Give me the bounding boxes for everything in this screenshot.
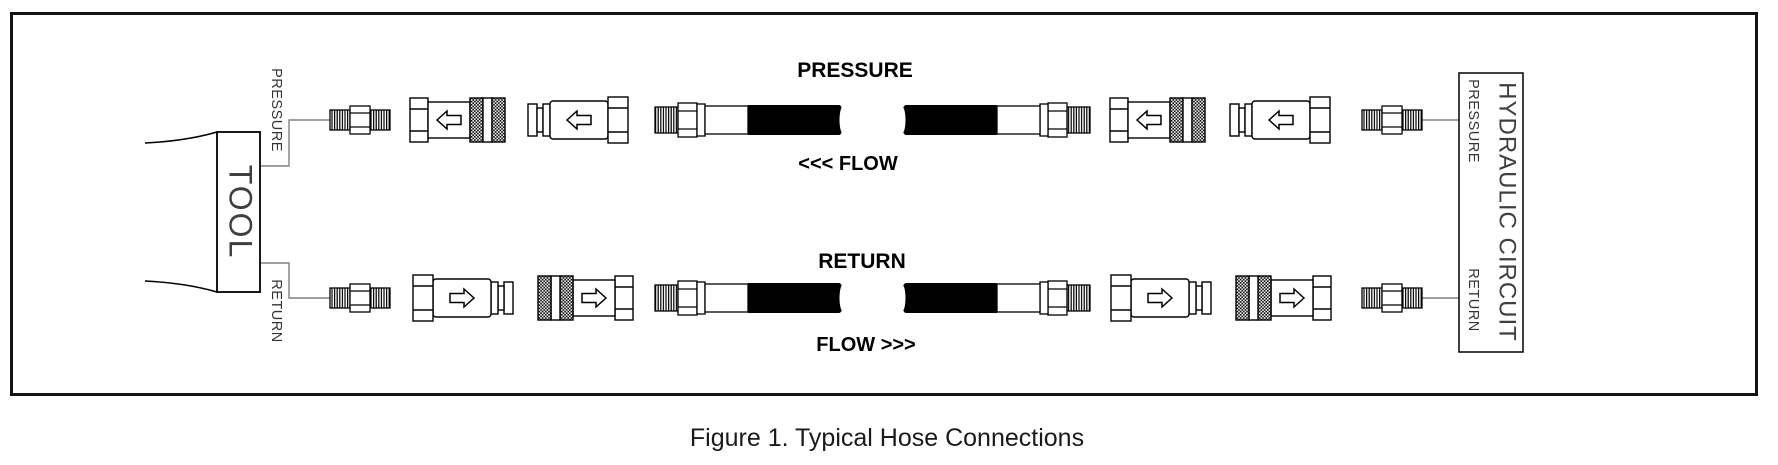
return-female-coupler-right [1236, 276, 1331, 320]
pressure-male-plug-left [528, 97, 628, 143]
return-hose-right-half [897, 280, 1091, 316]
hydraulic-circuit-label: HYDRAULIC CIRCUIT [1494, 82, 1521, 342]
return-hose-left-half [654, 280, 848, 316]
hydraulic-circuit-box [1458, 72, 1524, 353]
tool-body-bottom-curve [144, 280, 218, 293]
tool-box [216, 131, 261, 293]
pressure-nipple-fitting-left [329, 105, 391, 135]
tool-body-top-curve [144, 131, 218, 144]
hydraulic-circuit-block: HYDRAULIC CIRCUIT PRESSURE RETURN [1458, 72, 1524, 353]
pressure-line-title: PRESSURE [797, 59, 913, 82]
tool-return-port-line [261, 262, 330, 299]
circuit-return-port-label: RETURN [1465, 268, 1481, 331]
return-nipple-fitting-right [1361, 283, 1423, 313]
tool-block: TOOL [144, 131, 261, 293]
return-female-coupler-left [538, 276, 633, 320]
tool-label: TOOL [223, 165, 259, 260]
pressure-male-plug-right [1230, 97, 1330, 143]
circuit-pressure-port-label: PRESSURE [1465, 79, 1481, 163]
pressure-female-coupler-left [410, 98, 505, 142]
return-flow-label: FLOW >>> [816, 334, 915, 356]
pressure-flow-label: <<< FLOW [798, 153, 898, 175]
return-male-plug-right [1111, 275, 1211, 321]
tool-pressure-port-label: PRESSURE [268, 68, 284, 152]
pressure-nipple-fitting-right [1361, 105, 1423, 135]
port-lines [261, 119, 1459, 299]
tool-return-port-label: RETURN [268, 279, 284, 342]
pressure-female-coupler-right [1110, 98, 1205, 142]
figure-caption: Figure 1. Typical Hose Connections [690, 424, 1084, 452]
pressure-hose-left-half [654, 102, 848, 138]
tool-pressure-port-line [261, 119, 330, 167]
return-line-title: RETURN [818, 250, 906, 273]
return-male-plug-left [413, 275, 513, 321]
return-nipple-fitting-left [329, 283, 391, 313]
pressure-hose-right-half [897, 102, 1091, 138]
